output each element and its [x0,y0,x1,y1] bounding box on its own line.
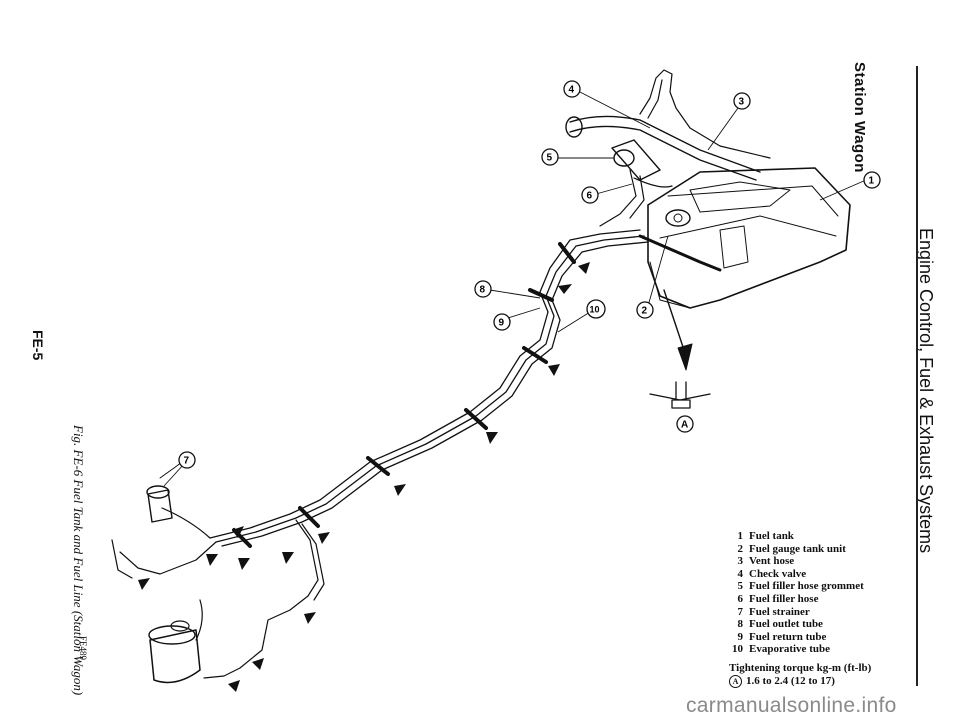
callout-1: 1 [863,171,881,189]
svg-text:2: 2 [642,306,648,317]
svg-text:3: 3 [739,97,745,108]
callout-7: 7 [178,451,196,469]
fuel-tank [647,167,851,309]
torque-spec: A 1.6 to 2.4 (12 to 17) [729,674,871,688]
fuel-return-tube [215,235,645,543]
svg-text:7: 7 [184,456,190,467]
svg-text:8: 8 [480,285,486,296]
callout-5: 5 [541,148,559,166]
evaporative-tube [221,241,649,547]
callout-4: 4 [563,80,581,98]
callout-3: 3 [733,92,751,110]
svg-text:4: 4 [569,85,575,96]
page-number: FE-5 [30,330,46,361]
callout-6: 6 [581,186,599,204]
svg-text:A: A [681,420,688,431]
torque-title: Tightening torque kg-m (ft-lb) [729,661,872,674]
torque-value: 1.6 to 2.4 (12 to 17) [746,674,835,687]
fuel-gauge-unit [665,209,691,227]
fuel-strainer [147,489,173,523]
svg-text:1: 1 [869,176,875,187]
callout-A: A [676,415,694,433]
divider [916,66,918,686]
svg-text:5: 5 [547,153,553,164]
canister [149,629,201,684]
callout-2: 2 [636,301,654,319]
fuel-outlet-tube [209,229,641,539]
callout-10: 10 [586,299,606,319]
watermark: carmanualsonline.info [686,694,897,717]
torque-mark: A [729,674,742,688]
callout-8: 8 [474,280,492,298]
svg-text:10: 10 [590,305,600,315]
callout-9: 9 [493,313,511,331]
chapter-title: Engine Control, Fuel & Exhaust Systems [916,228,936,554]
section-heading: Station Wagon [851,62,868,173]
svg-text:6: 6 [587,191,593,202]
svg-text:9: 9 [499,318,505,329]
figure-code: FE489 [78,636,88,661]
